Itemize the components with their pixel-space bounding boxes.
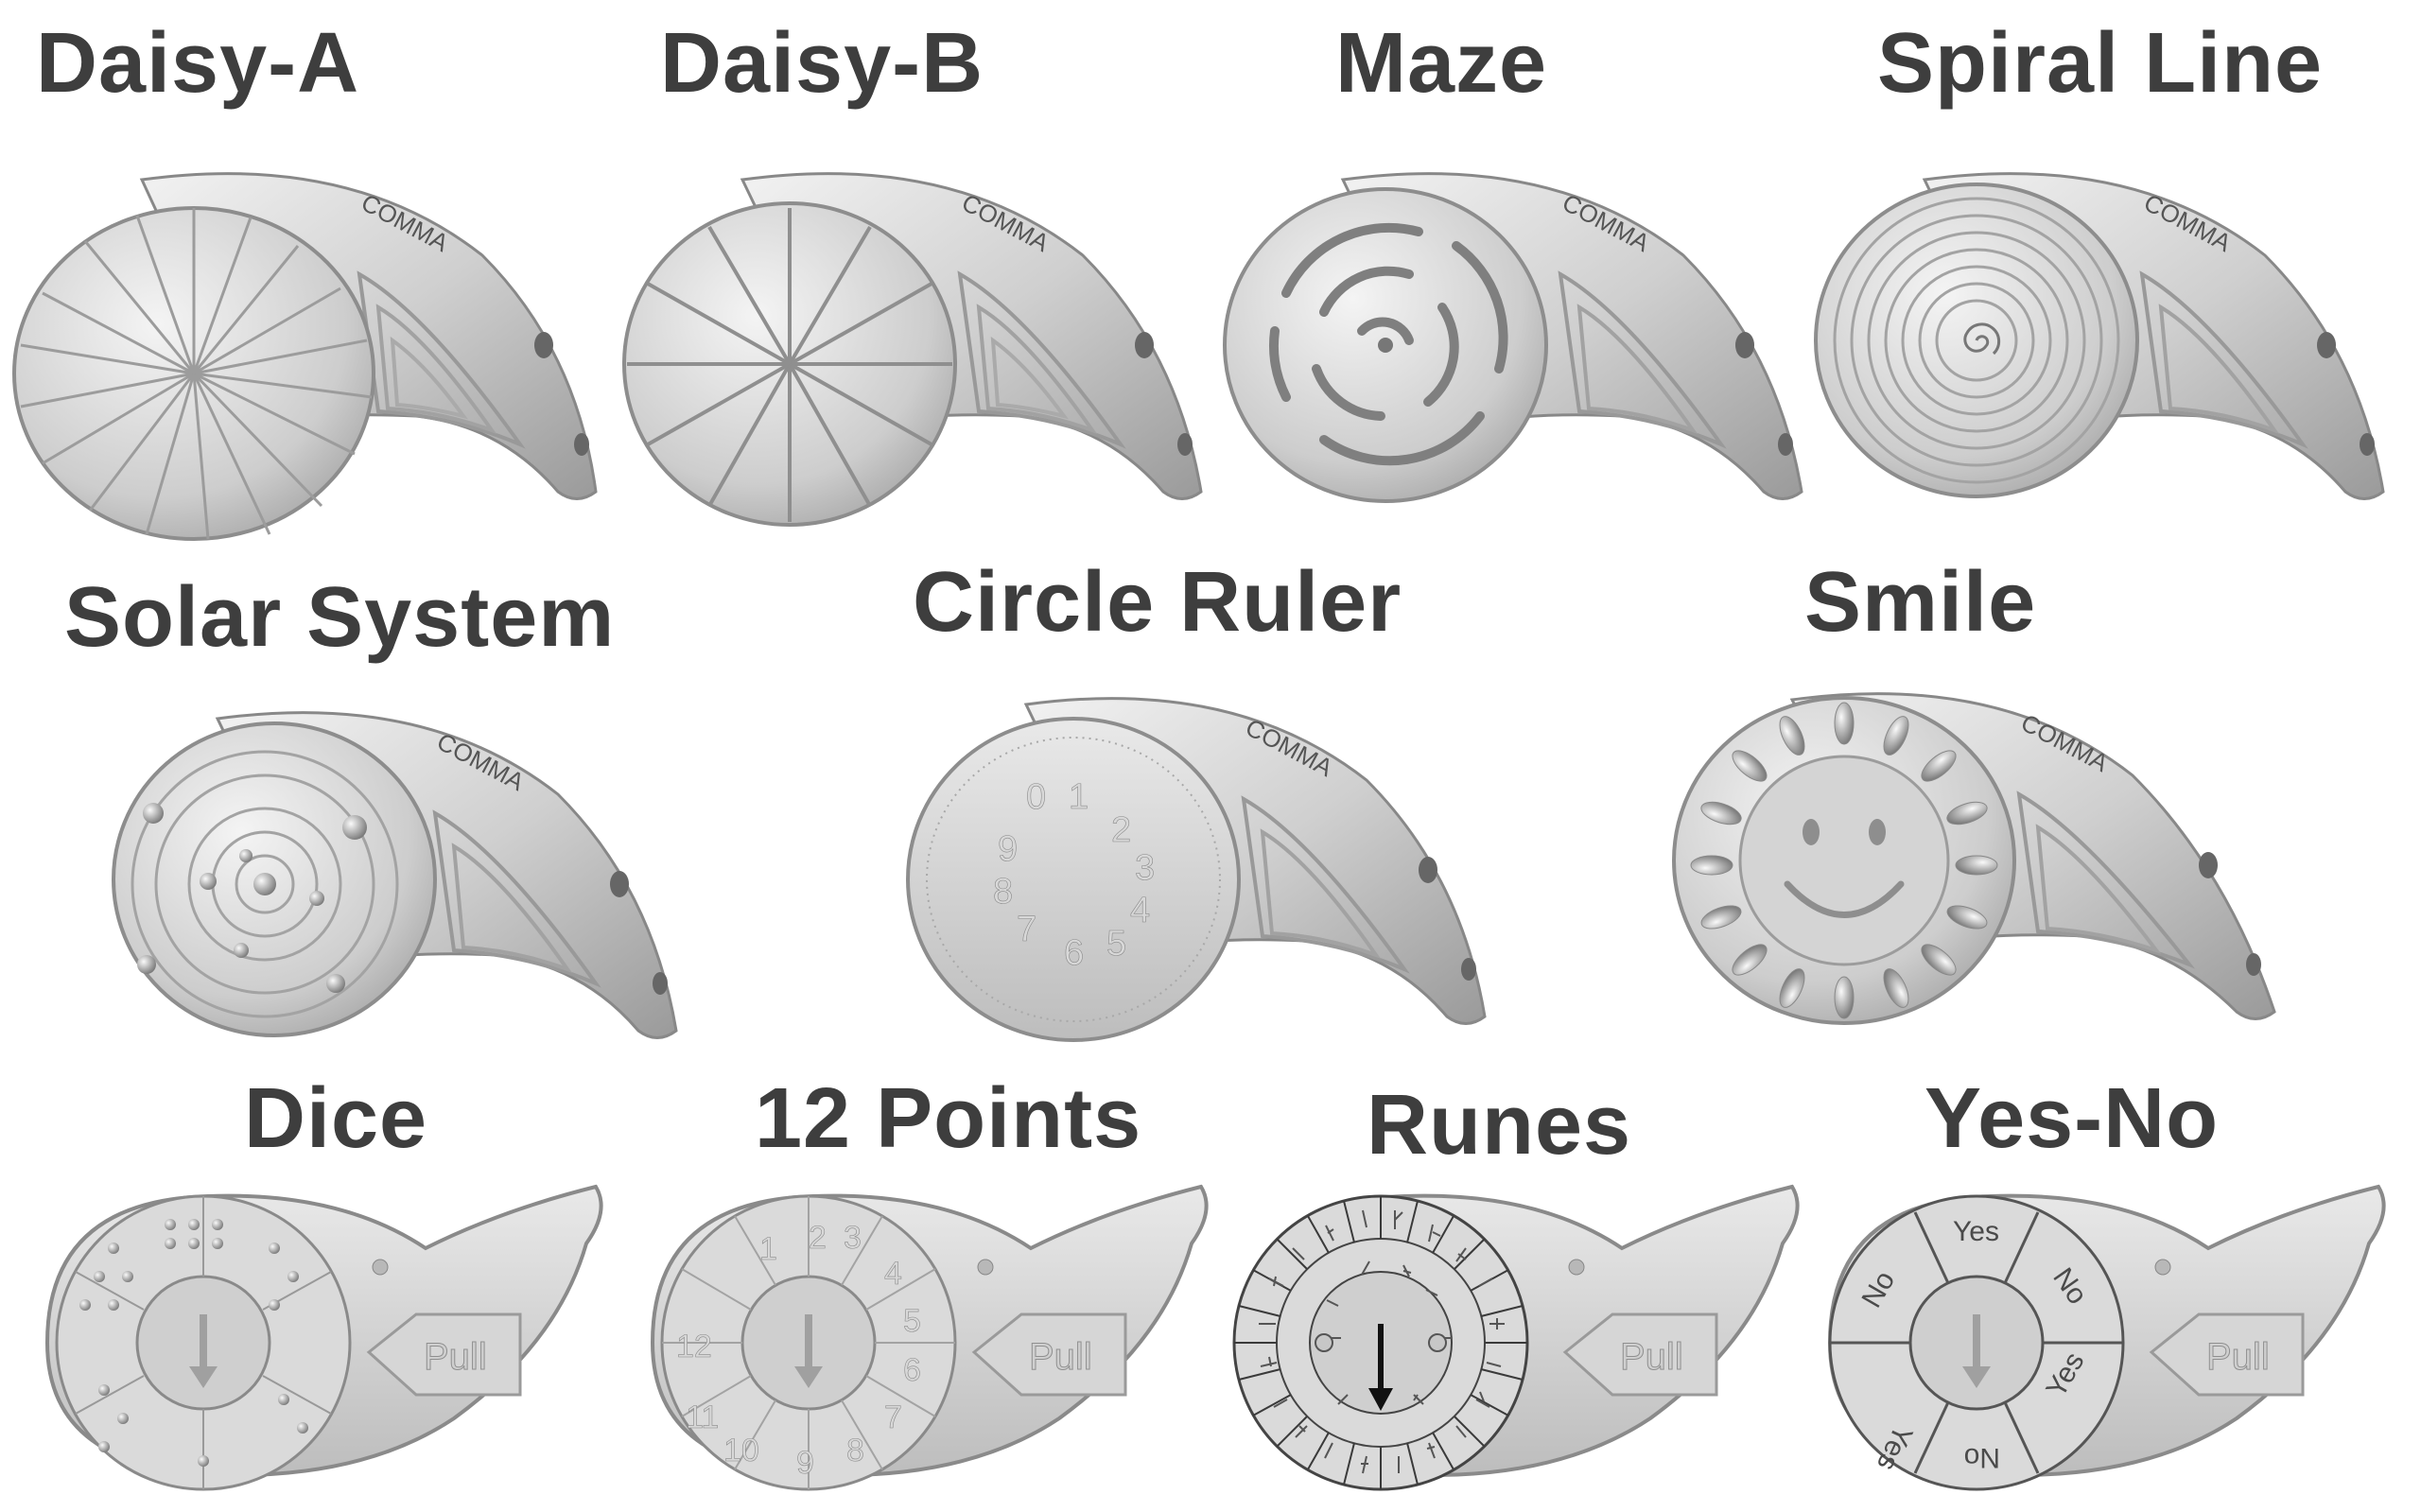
daisy-disc [622, 201, 957, 527]
smile-disc [1672, 696, 2016, 1025]
point-number: 2 [809, 1220, 827, 1256]
point-number: 7 [884, 1399, 902, 1435]
spiral-disc [1814, 182, 2139, 498]
ruler-digit: 2 [1111, 810, 1131, 850]
smiley-face-icon [1784, 819, 1905, 918]
ruler-digit: 3 [1135, 848, 1155, 888]
product-runes: Pull [1225, 1173, 1806, 1494]
point-number: 9 [796, 1445, 814, 1481]
point-number: 11 [686, 1399, 719, 1435]
ruler-disc: 0 1 2 3 4 5 6 7 8 9 [906, 717, 1241, 1042]
arrow-down-icon [189, 1314, 218, 1388]
point-number: 10 [723, 1433, 759, 1469]
ruler-digit: 6 [1064, 933, 1084, 973]
product-daisy-b: COMMA [619, 142, 1215, 527]
pull-label: Pull [2206, 1336, 2270, 1378]
point-number: 6 [903, 1352, 921, 1388]
label-smile: Smile [1804, 555, 2037, 650]
points-disc: 1 2 3 4 5 6 7 8 9 10 11 12 [660, 1194, 957, 1491]
ruler-digit: 4 [1130, 891, 1150, 930]
point-number: 3 [844, 1220, 862, 1256]
point-number: 12 [676, 1329, 712, 1364]
label-maze: Maze [1335, 16, 1548, 111]
ruler-digit: 7 [1017, 910, 1036, 949]
product-spiral-line: COMMA [1811, 142, 2407, 520]
ruler-digit: 5 [1106, 924, 1126, 964]
segment-label: No [1964, 1442, 2000, 1473]
runes-disc [1232, 1194, 1529, 1491]
product-daisy-a: COMMA [9, 142, 605, 541]
maze-disc [1223, 187, 1548, 503]
pull-label: Pull [424, 1336, 487, 1378]
label-daisy-b: Daisy-B [660, 16, 984, 111]
label-solar-system: Solar System [64, 570, 616, 665]
ruler-digit: 0 [1026, 777, 1046, 817]
label-daisy-a: Daisy-A [36, 16, 360, 111]
label-12-points: 12 Points [755, 1071, 1142, 1166]
ruler-digit: 9 [998, 829, 1018, 869]
ruler-digit: 1 [1069, 777, 1089, 817]
label-dice: Dice [244, 1071, 428, 1166]
point-number: 5 [903, 1303, 921, 1339]
product-dice: Pull [28, 1173, 610, 1494]
point-number: 4 [884, 1256, 902, 1292]
solar-disc [112, 721, 437, 1037]
label-yes-no: Yes-No [1925, 1071, 2220, 1166]
product-yes-no: Pull Yes No Yes No Yes No [1811, 1173, 2393, 1494]
daisy-disc [12, 206, 375, 541]
pull-label: Pull [1620, 1336, 1683, 1378]
arrow-down-icon [1368, 1324, 1393, 1411]
ruler-digit: 8 [993, 872, 1013, 912]
product-circle-ruler: COMMA 0 1 2 3 4 5 6 7 8 9 [903, 667, 1508, 1054]
product-solar-system: COMMA [104, 681, 690, 1059]
product-smile: COMMA [1669, 662, 2284, 1050]
label-runes: Runes [1367, 1078, 1632, 1173]
segment-label: Yes [1953, 1216, 1999, 1247]
dice-disc [55, 1194, 352, 1491]
yes-no-disc: Yes No Yes No Yes No [1828, 1194, 2125, 1491]
point-number: 8 [846, 1433, 864, 1469]
label-circle-ruler: Circle Ruler [913, 555, 1402, 650]
product-maze: COMMA [1220, 142, 1816, 520]
point-number: 1 [759, 1231, 777, 1267]
product-12-points: Pull 1 2 3 4 5 6 7 8 9 [634, 1173, 1215, 1494]
pull-label: Pull [1029, 1336, 1092, 1378]
label-spiral-line: Spiral Line [1877, 16, 2324, 111]
arrow-down-icon [794, 1314, 823, 1388]
arrow-down-icon [1962, 1314, 1991, 1388]
